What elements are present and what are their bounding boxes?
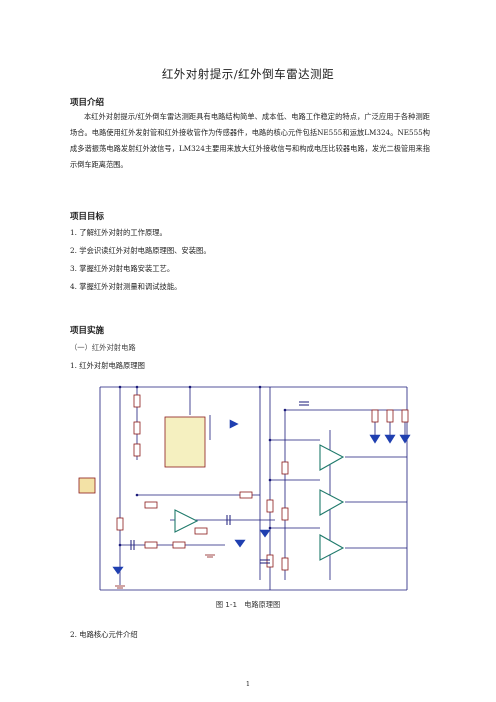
page-number: 1: [245, 680, 251, 688]
figure-caption: 图 1-1 电路原理图: [215, 600, 281, 609]
list-item-components: 2. 电路核心元件介绍: [70, 630, 138, 639]
page-title: 红外对射提示/红外倒车雷达测距: [161, 67, 335, 81]
opamp-2: [319, 489, 345, 516]
heading-implementation: 项目实施: [70, 326, 105, 336]
goal-item-4: 4. 掌握红外对射测量和调试技能。: [70, 282, 182, 291]
intro-paragraph: 本红外对射提示/红外倒车雷达测距具有电路结构简单、成本低、电路工作稳定的特点，广…: [70, 112, 430, 169]
ic-ne555: [164, 416, 206, 468]
heading-goals: 项目目标: [70, 212, 105, 222]
opamp-3: [319, 534, 345, 561]
circuit-schematic: [78, 385, 411, 591]
list-item-schematic: 1. 红外对射电路原理图: [70, 361, 145, 370]
goal-item-3: 3. 掌握红外对射电路安装工艺。: [70, 264, 175, 273]
connector-block: [78, 477, 96, 494]
opamp-input: [174, 509, 199, 533]
heading-intro: 项目介绍: [70, 98, 105, 108]
led-2: [384, 434, 396, 444]
opamp-1: [319, 444, 345, 471]
led-1: [369, 434, 381, 444]
led-3: [399, 434, 411, 444]
subheading-circuit: （一）红外对射电路: [70, 343, 136, 352]
goal-item-1: 1. 了解红外对射的工作原理。: [70, 228, 167, 237]
goal-item-2: 2. 学会识读红外对射电路原理图、安装图。: [70, 246, 211, 255]
